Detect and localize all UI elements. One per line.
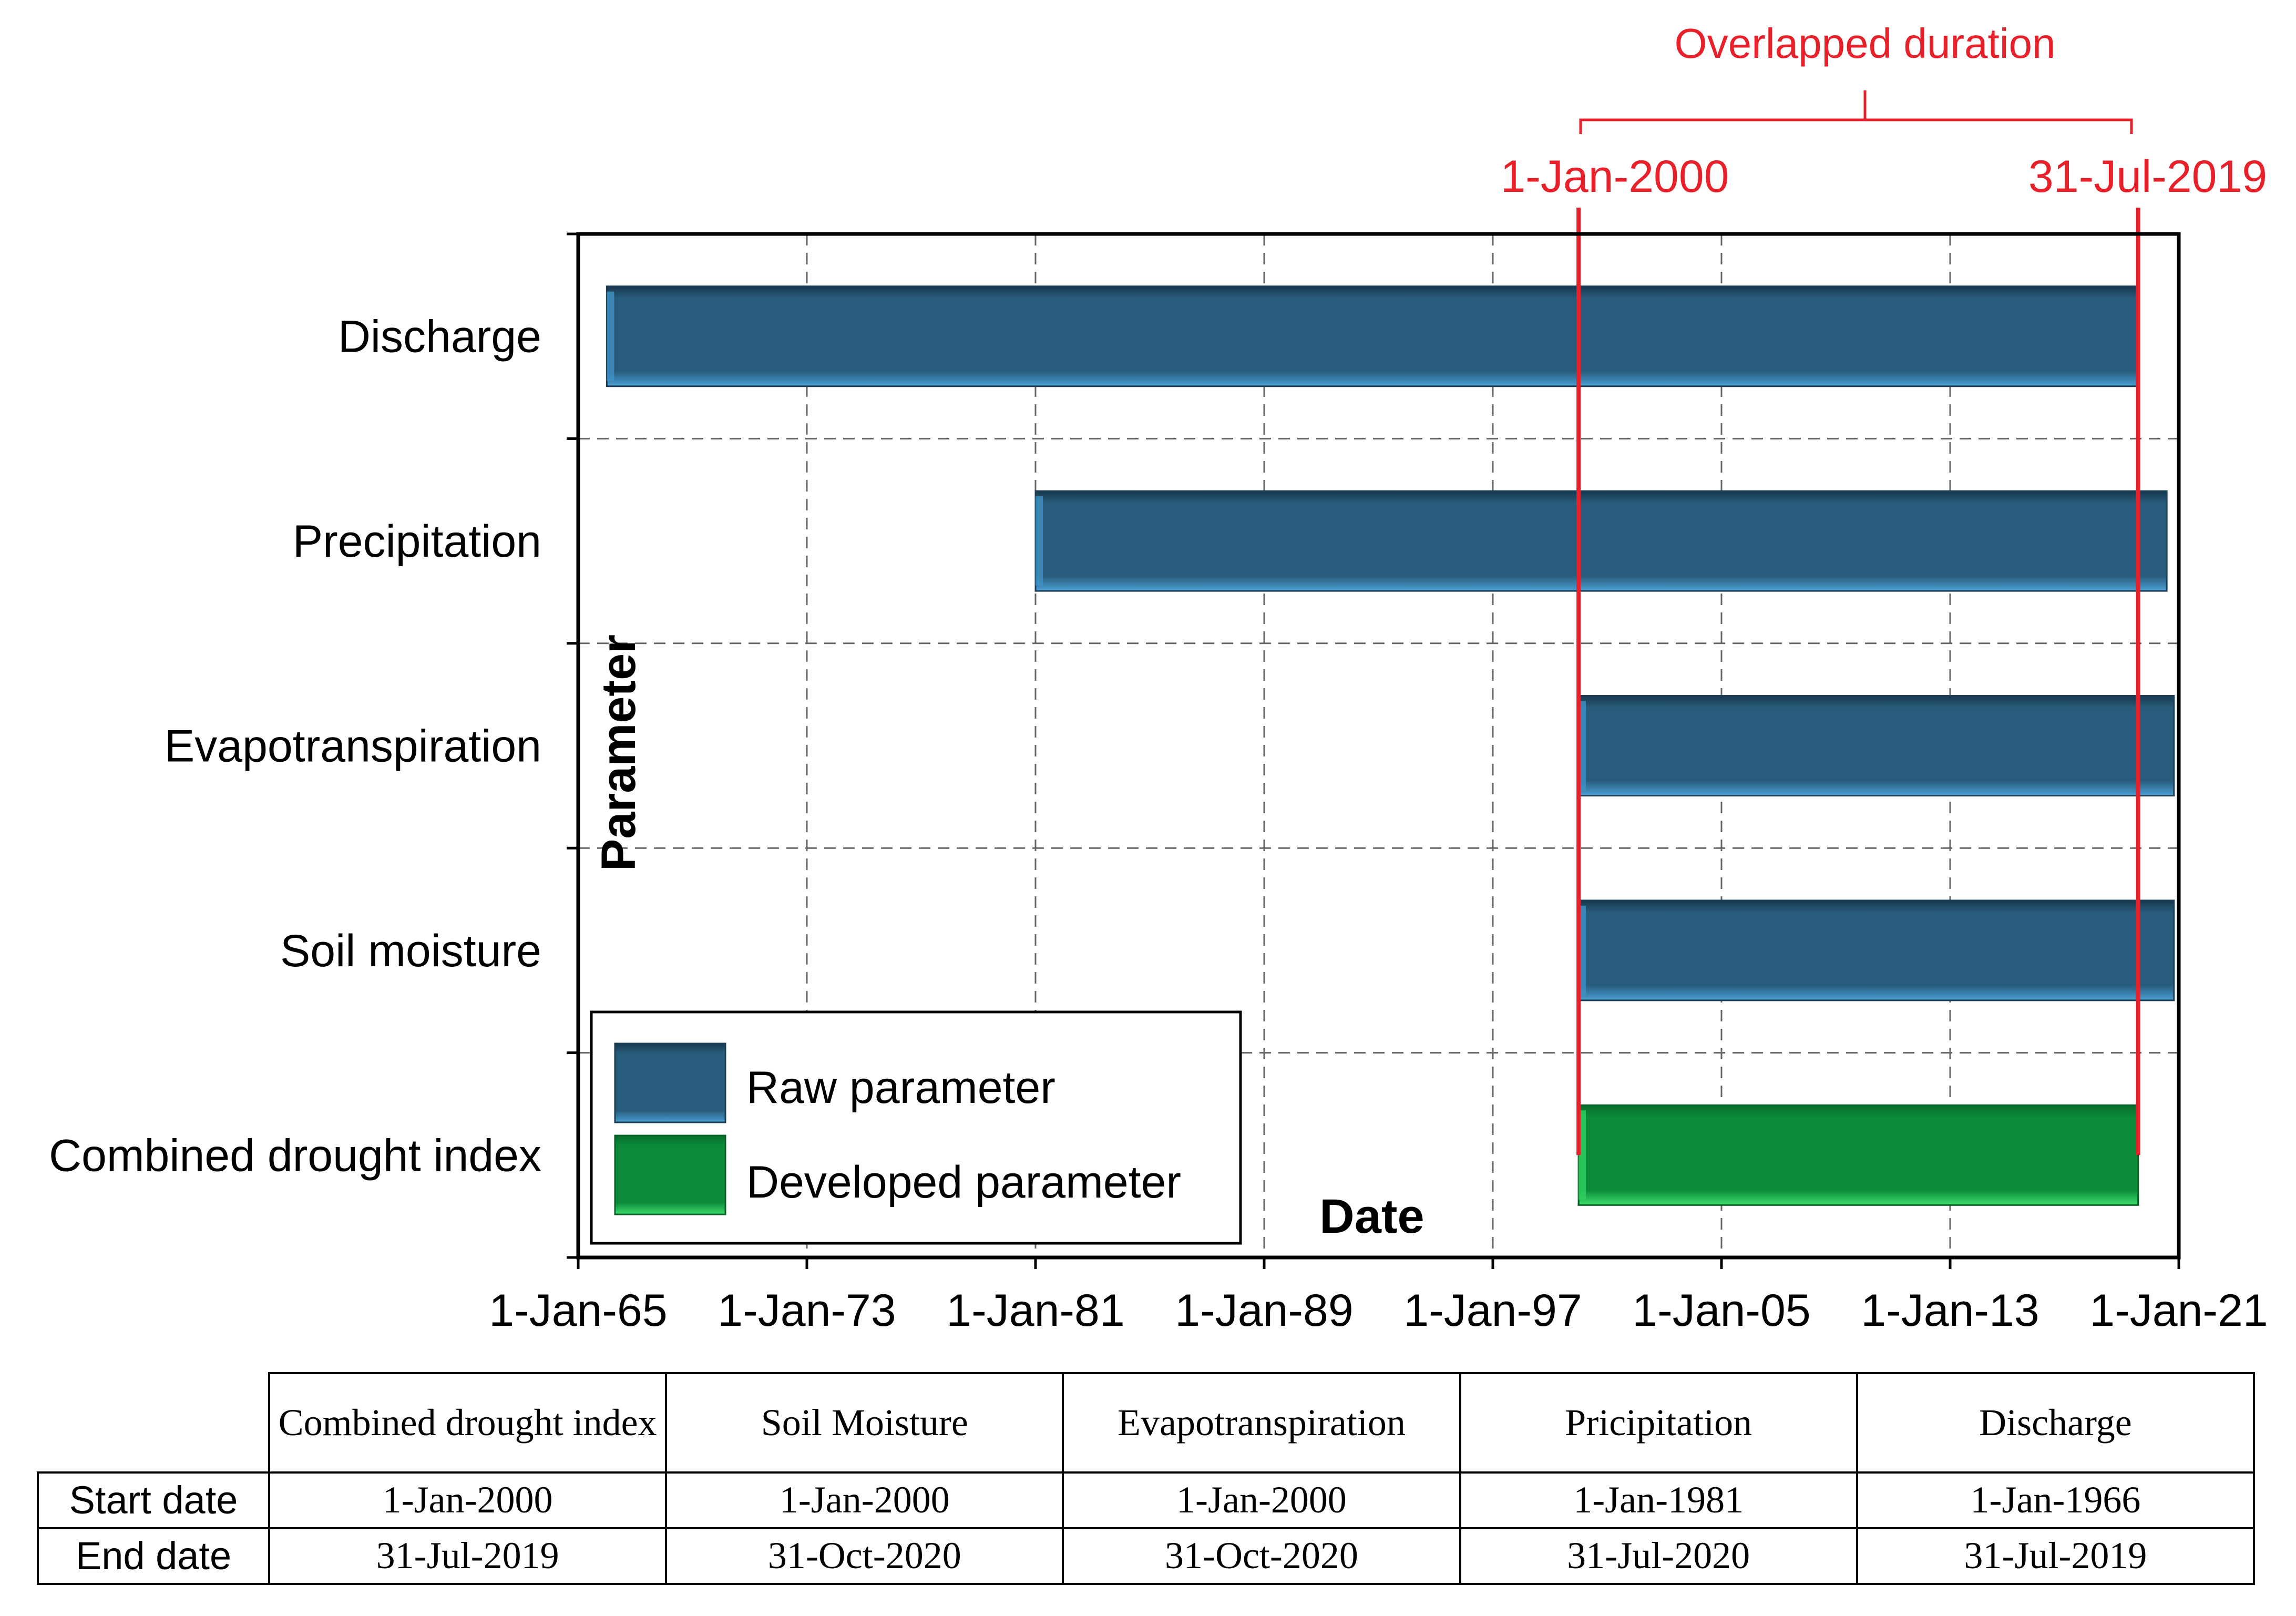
category-label: Soil moisture xyxy=(280,926,541,976)
bar-precipitation xyxy=(1034,490,2168,592)
table-cell: 1-Jan-1966 xyxy=(1856,1471,2256,1529)
table-row-start-date: Start date 1-Jan-2000 1-Jan-2000 1-Jan-2… xyxy=(37,1471,2256,1529)
table-cell: 31-Oct-2020 xyxy=(1062,1527,1461,1585)
date-table-container: Combined drought index Soil Moisture Eva… xyxy=(37,1372,2256,1585)
legend-label-raw: Raw parameter xyxy=(746,1062,1055,1113)
table-header-cell: Combined drought index xyxy=(268,1372,668,1474)
table-cell: 31-Jul-2020 xyxy=(1459,1527,1858,1585)
bar-discharge xyxy=(606,285,2139,387)
overlap-markers xyxy=(1576,208,2140,1155)
table-cell: 1-Jan-1981 xyxy=(1459,1471,1858,1529)
bar-evapotranspiration xyxy=(1577,695,2175,796)
x-tick-label: 1-Jan-73 xyxy=(718,1285,896,1336)
y-axis-title: Parameter xyxy=(592,635,645,871)
category-label: Precipitation xyxy=(293,516,541,567)
overlap-end-label: 31-Jul-2019 xyxy=(2028,151,2267,202)
y-category-labels: DischargePrecipitationEvapotranspiration… xyxy=(49,312,541,1181)
table-header-cell: Pricipitation xyxy=(1459,1372,1858,1474)
table-header-cell: Soil Moisture xyxy=(665,1372,1064,1474)
bar-soil-moisture xyxy=(1577,899,2175,1001)
table-cell: 1-Jan-2000 xyxy=(1062,1471,1461,1529)
x-tick-labels: 1-Jan-65 1-Jan-73 1-Jan-81 1-Jan-89 1-Jan-97… xyxy=(489,1285,2268,1336)
category-label: Combined drought index xyxy=(49,1130,541,1181)
x-tick-label: 1-Jan-97 xyxy=(1403,1285,1582,1336)
legend-swatch-raw xyxy=(614,1042,726,1123)
legend: Raw parameter Developed parameter xyxy=(590,1010,1242,1245)
bar-bevel xyxy=(1036,496,1043,586)
table-header-cell: Discharge xyxy=(1856,1372,2256,1474)
x-axis-title: Date xyxy=(1319,1190,1424,1243)
category-label: Evapotranspiration xyxy=(165,721,541,772)
overlap-title: Overlapped duration xyxy=(1675,20,2056,67)
table-header-row: Combined drought index Soil Moisture Eva… xyxy=(38,1372,2256,1474)
x-tick-label: 1-Jan-21 xyxy=(2089,1285,2268,1336)
table-cell: 31-Jul-2019 xyxy=(268,1527,668,1585)
legend-label-developed: Developed parameter xyxy=(746,1157,1181,1208)
table-corner xyxy=(38,1373,270,1474)
table-cell: 1-Jan-2000 xyxy=(268,1471,668,1529)
table-cell: 31-Oct-2020 xyxy=(665,1527,1064,1585)
table-row-label: End date xyxy=(37,1527,270,1585)
overlap-start-label: 1-Jan-2000 xyxy=(1500,151,1729,202)
table-row-label: Start date xyxy=(37,1471,270,1529)
date-table: Combined drought index Soil Moisture Eva… xyxy=(37,1372,2256,1585)
table-row-end-date: End date 31-Jul-2019 31-Oct-2020 31-Oct-… xyxy=(37,1527,2256,1585)
legend-swatch-developed xyxy=(614,1134,726,1215)
bars xyxy=(606,285,2175,1206)
x-tick-label: 1-Jan-13 xyxy=(1861,1285,2039,1336)
gantt-chart: 1-Jan-65 1-Jan-73 1-Jan-81 1-Jan-89 1-Jan-97… xyxy=(49,20,2268,1336)
category-label: Discharge xyxy=(338,312,541,362)
plot-frame xyxy=(576,232,2181,1260)
bar-combined-drought-index xyxy=(1577,1104,2139,1206)
table-cell: 31-Jul-2019 xyxy=(1856,1527,2256,1585)
bar-bevel xyxy=(607,291,614,381)
table-cell: 1-Jan-2000 xyxy=(665,1471,1064,1529)
x-tick-label: 1-Jan-65 xyxy=(489,1285,667,1336)
axis-ticks xyxy=(567,232,2180,1269)
overlap-bracket xyxy=(1579,90,2133,134)
table-header-cell: Evapotranspiration xyxy=(1062,1372,1461,1474)
x-tick-label: 1-Jan-81 xyxy=(946,1285,1124,1336)
x-tick-label: 1-Jan-05 xyxy=(1632,1285,1810,1336)
x-tick-label: 1-Jan-89 xyxy=(1175,1285,1353,1336)
